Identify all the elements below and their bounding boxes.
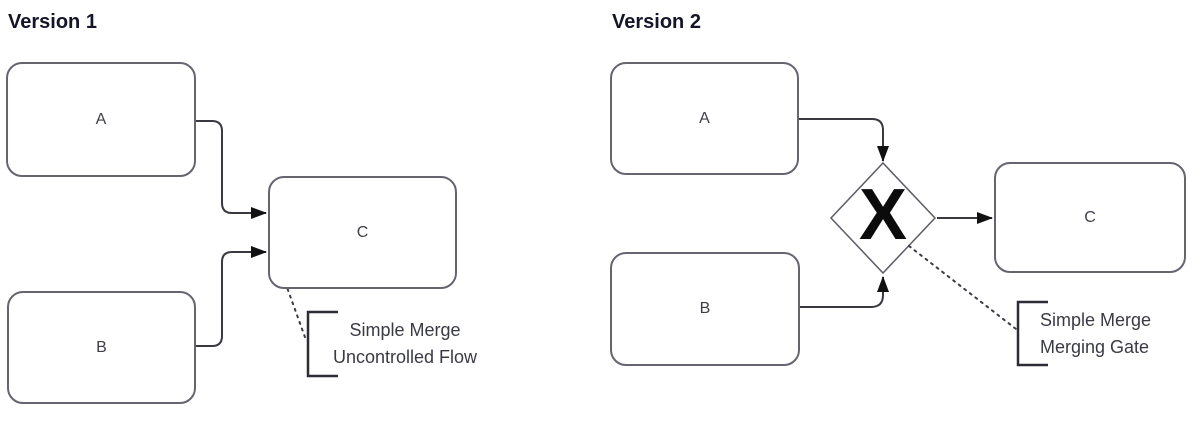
annotation-leader-v1 (270, 242, 307, 341)
task-label-a-v2: A (699, 109, 710, 127)
flow-b-to-gateway-v2 (800, 276, 889, 308)
task-node-c-v1: C (268, 176, 457, 289)
annotation-v2-line2: Merging Gate (1040, 337, 1150, 357)
annotation-v1-line1: Simple Merge (349, 320, 461, 340)
task-node-b-v2: B (610, 252, 800, 366)
flow-b-to-c-v1 (196, 246, 267, 347)
task-label-c-v2: C (1084, 208, 1096, 226)
task-label-b-v2: B (699, 300, 711, 317)
version2-title: Version 2 (612, 11, 701, 33)
flow-a-to-c-v1 (196, 120, 267, 219)
version1-title: Version 1 (8, 11, 97, 33)
task-node-c-v2: C (994, 162, 1186, 273)
task-node-a-v1: A (6, 62, 196, 177)
exclusive-gateway-symbol: X (858, 175, 908, 255)
annotation-bracket-v2 (1016, 300, 1048, 367)
annotation-v2-line1: Simple Merge (1040, 310, 1152, 330)
task-node-b-v1: B (7, 291, 196, 404)
annotation-bracket-v1 (306, 310, 338, 378)
annotation-v1-line2: Uncontrolled Flow (332, 347, 478, 367)
task-node-a-v2: A (610, 62, 799, 175)
task-label-b-v1: B (96, 338, 107, 356)
annotation-v1: Simple Merge Uncontrolled Flow (310, 317, 500, 371)
task-label-c-v1: C (356, 223, 369, 241)
task-label-a-v1: A (95, 110, 107, 128)
annotation-v2: Simple Merge Merging Gate (1040, 307, 1151, 361)
annotation-leader-v2 (908, 245, 1017, 330)
flow-a-to-gateway-v2 (799, 118, 889, 162)
